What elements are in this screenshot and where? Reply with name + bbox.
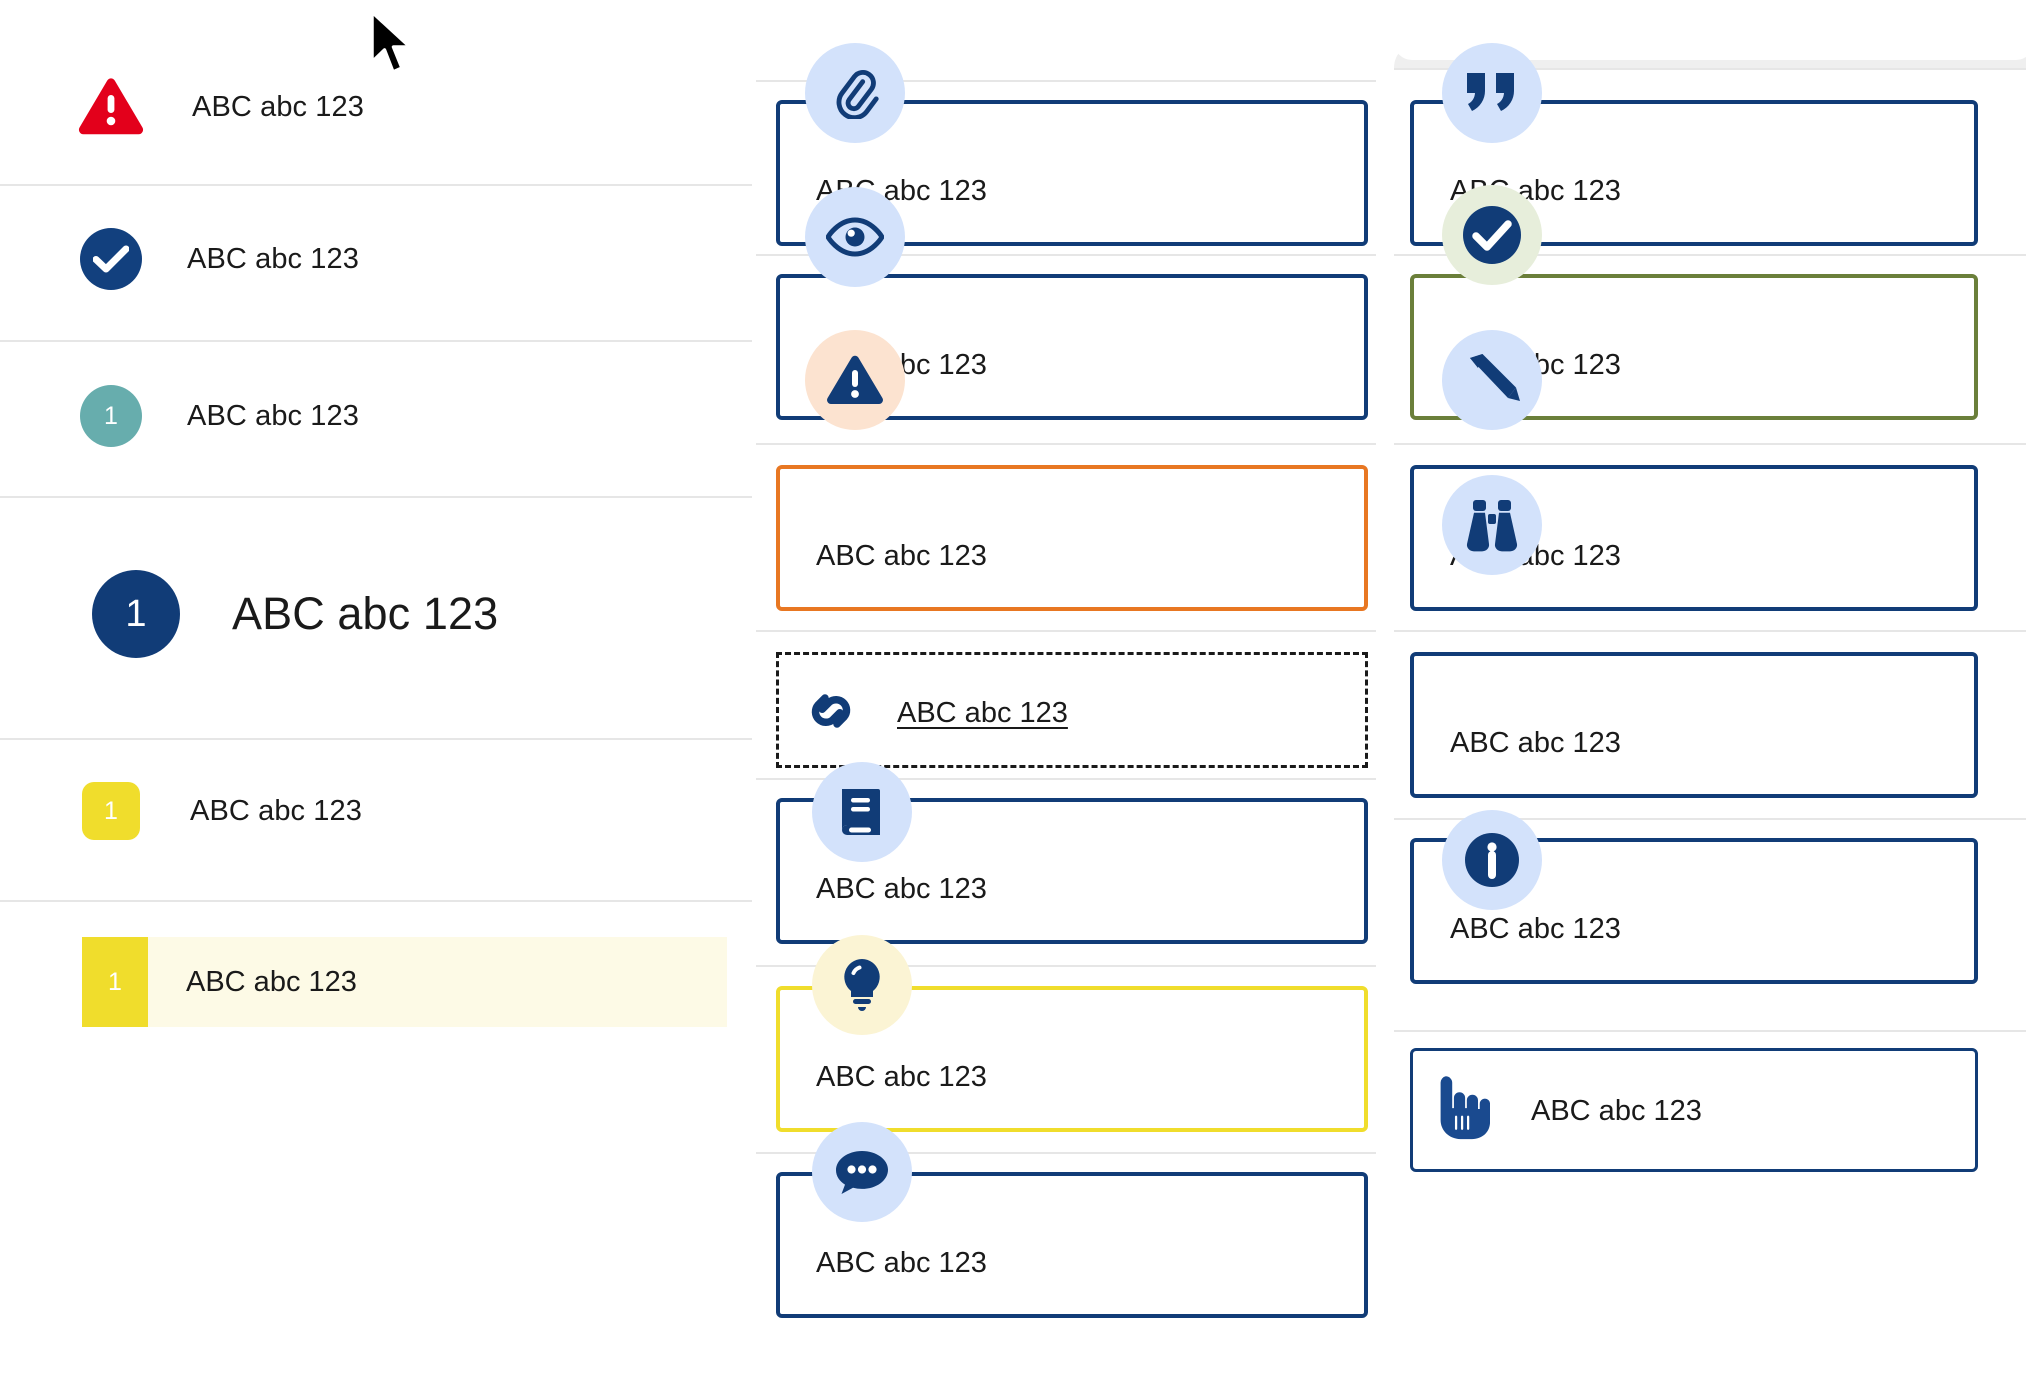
list-item-label: ABC abc 123 (187, 399, 359, 432)
card-label: ABC abc 123 (816, 1061, 987, 1093)
list-item[interactable]: 1 ABC abc 123 (80, 385, 359, 447)
card-label: ABC abc 123 (816, 873, 987, 905)
circle-number-large-icon: 1 (92, 570, 180, 658)
paperclip-icon (805, 43, 905, 143)
divider (0, 738, 752, 740)
circle-check-icon (1442, 185, 1542, 285)
circle-number-icon: 1 (80, 385, 142, 447)
list-item[interactable]: 1 ABC abc 123 (82, 782, 362, 840)
divider (1394, 443, 2026, 445)
badge-number: 1 (104, 796, 118, 825)
badge-number: 1 (108, 967, 122, 996)
square-number-icon: 1 (82, 782, 140, 840)
divider (1394, 818, 2026, 820)
lightbulb-icon (812, 935, 912, 1035)
divider (756, 254, 1376, 256)
pencil-icon (1442, 330, 1542, 430)
badge-number: 1 (125, 592, 147, 635)
left-list-panel: ABC abc 123 ABC abc 123 1 ABC abc 123 1 … (0, 0, 760, 1392)
eye-icon (805, 187, 905, 287)
list-item[interactable]: ABC abc 123 (80, 228, 359, 290)
background-panel-top-inner (1394, 42, 2026, 60)
chat-bubble-icon (812, 1122, 912, 1222)
card-attachment[interactable]: ABC abc 123 (776, 100, 1368, 246)
card-action[interactable]: ABC abc 123 (1410, 1048, 1978, 1172)
card-label: ABC abc 123 (816, 540, 987, 572)
divider (1394, 630, 2026, 632)
triangle-warning-icon (78, 78, 144, 136)
pointing-hand-icon (1432, 1072, 1491, 1155)
info-circle-icon (1442, 810, 1542, 910)
highlight-number-bar: 1 (82, 937, 148, 1027)
divider (0, 496, 752, 498)
card-label: ABC abc 123 (816, 1247, 987, 1279)
divider (756, 778, 1376, 780)
divider (0, 900, 752, 902)
circle-check-icon (80, 228, 142, 290)
book-icon (812, 762, 912, 862)
divider (1394, 68, 2026, 70)
quote-icon (1442, 43, 1542, 143)
card-label: ABC abc 123 (1450, 913, 1621, 945)
list-item[interactable]: 1 ABC abc 123 (92, 570, 498, 658)
card-link[interactable] (776, 652, 1368, 768)
list-item-label: ABC abc 123 (192, 90, 364, 123)
warning-triangle-icon (805, 330, 905, 430)
list-item-highlighted[interactable]: 1 ABC abc 123 (82, 937, 727, 1027)
card-warning[interactable]: ABC abc 123 (776, 465, 1368, 611)
card-label: ABC abc 123 (1531, 1095, 1702, 1127)
binoculars-icon (1442, 475, 1542, 575)
divider (0, 184, 752, 186)
link-chain-icon (800, 685, 862, 742)
list-item-label: ABC abc 123 (190, 794, 362, 827)
divider (756, 443, 1376, 445)
divider (756, 630, 1376, 632)
divider (756, 80, 1376, 82)
card-explore[interactable]: ABC abc 123 (1410, 652, 1978, 798)
divider (1394, 254, 2026, 256)
list-item-label: ABC abc 123 (187, 242, 359, 275)
list-item-label: ABC abc 123 (232, 588, 499, 639)
list-item[interactable]: ABC abc 123 (78, 78, 364, 136)
divider (756, 965, 1376, 967)
divider (756, 1152, 1376, 1154)
card-label: ABC abc 123 (1450, 727, 1621, 759)
divider (1394, 1030, 2026, 1032)
divider (0, 340, 752, 342)
card-link-label[interactable]: ABC abc 123 (897, 697, 1068, 729)
badge-number: 1 (104, 401, 118, 430)
list-item-label: ABC abc 123 (186, 965, 357, 998)
